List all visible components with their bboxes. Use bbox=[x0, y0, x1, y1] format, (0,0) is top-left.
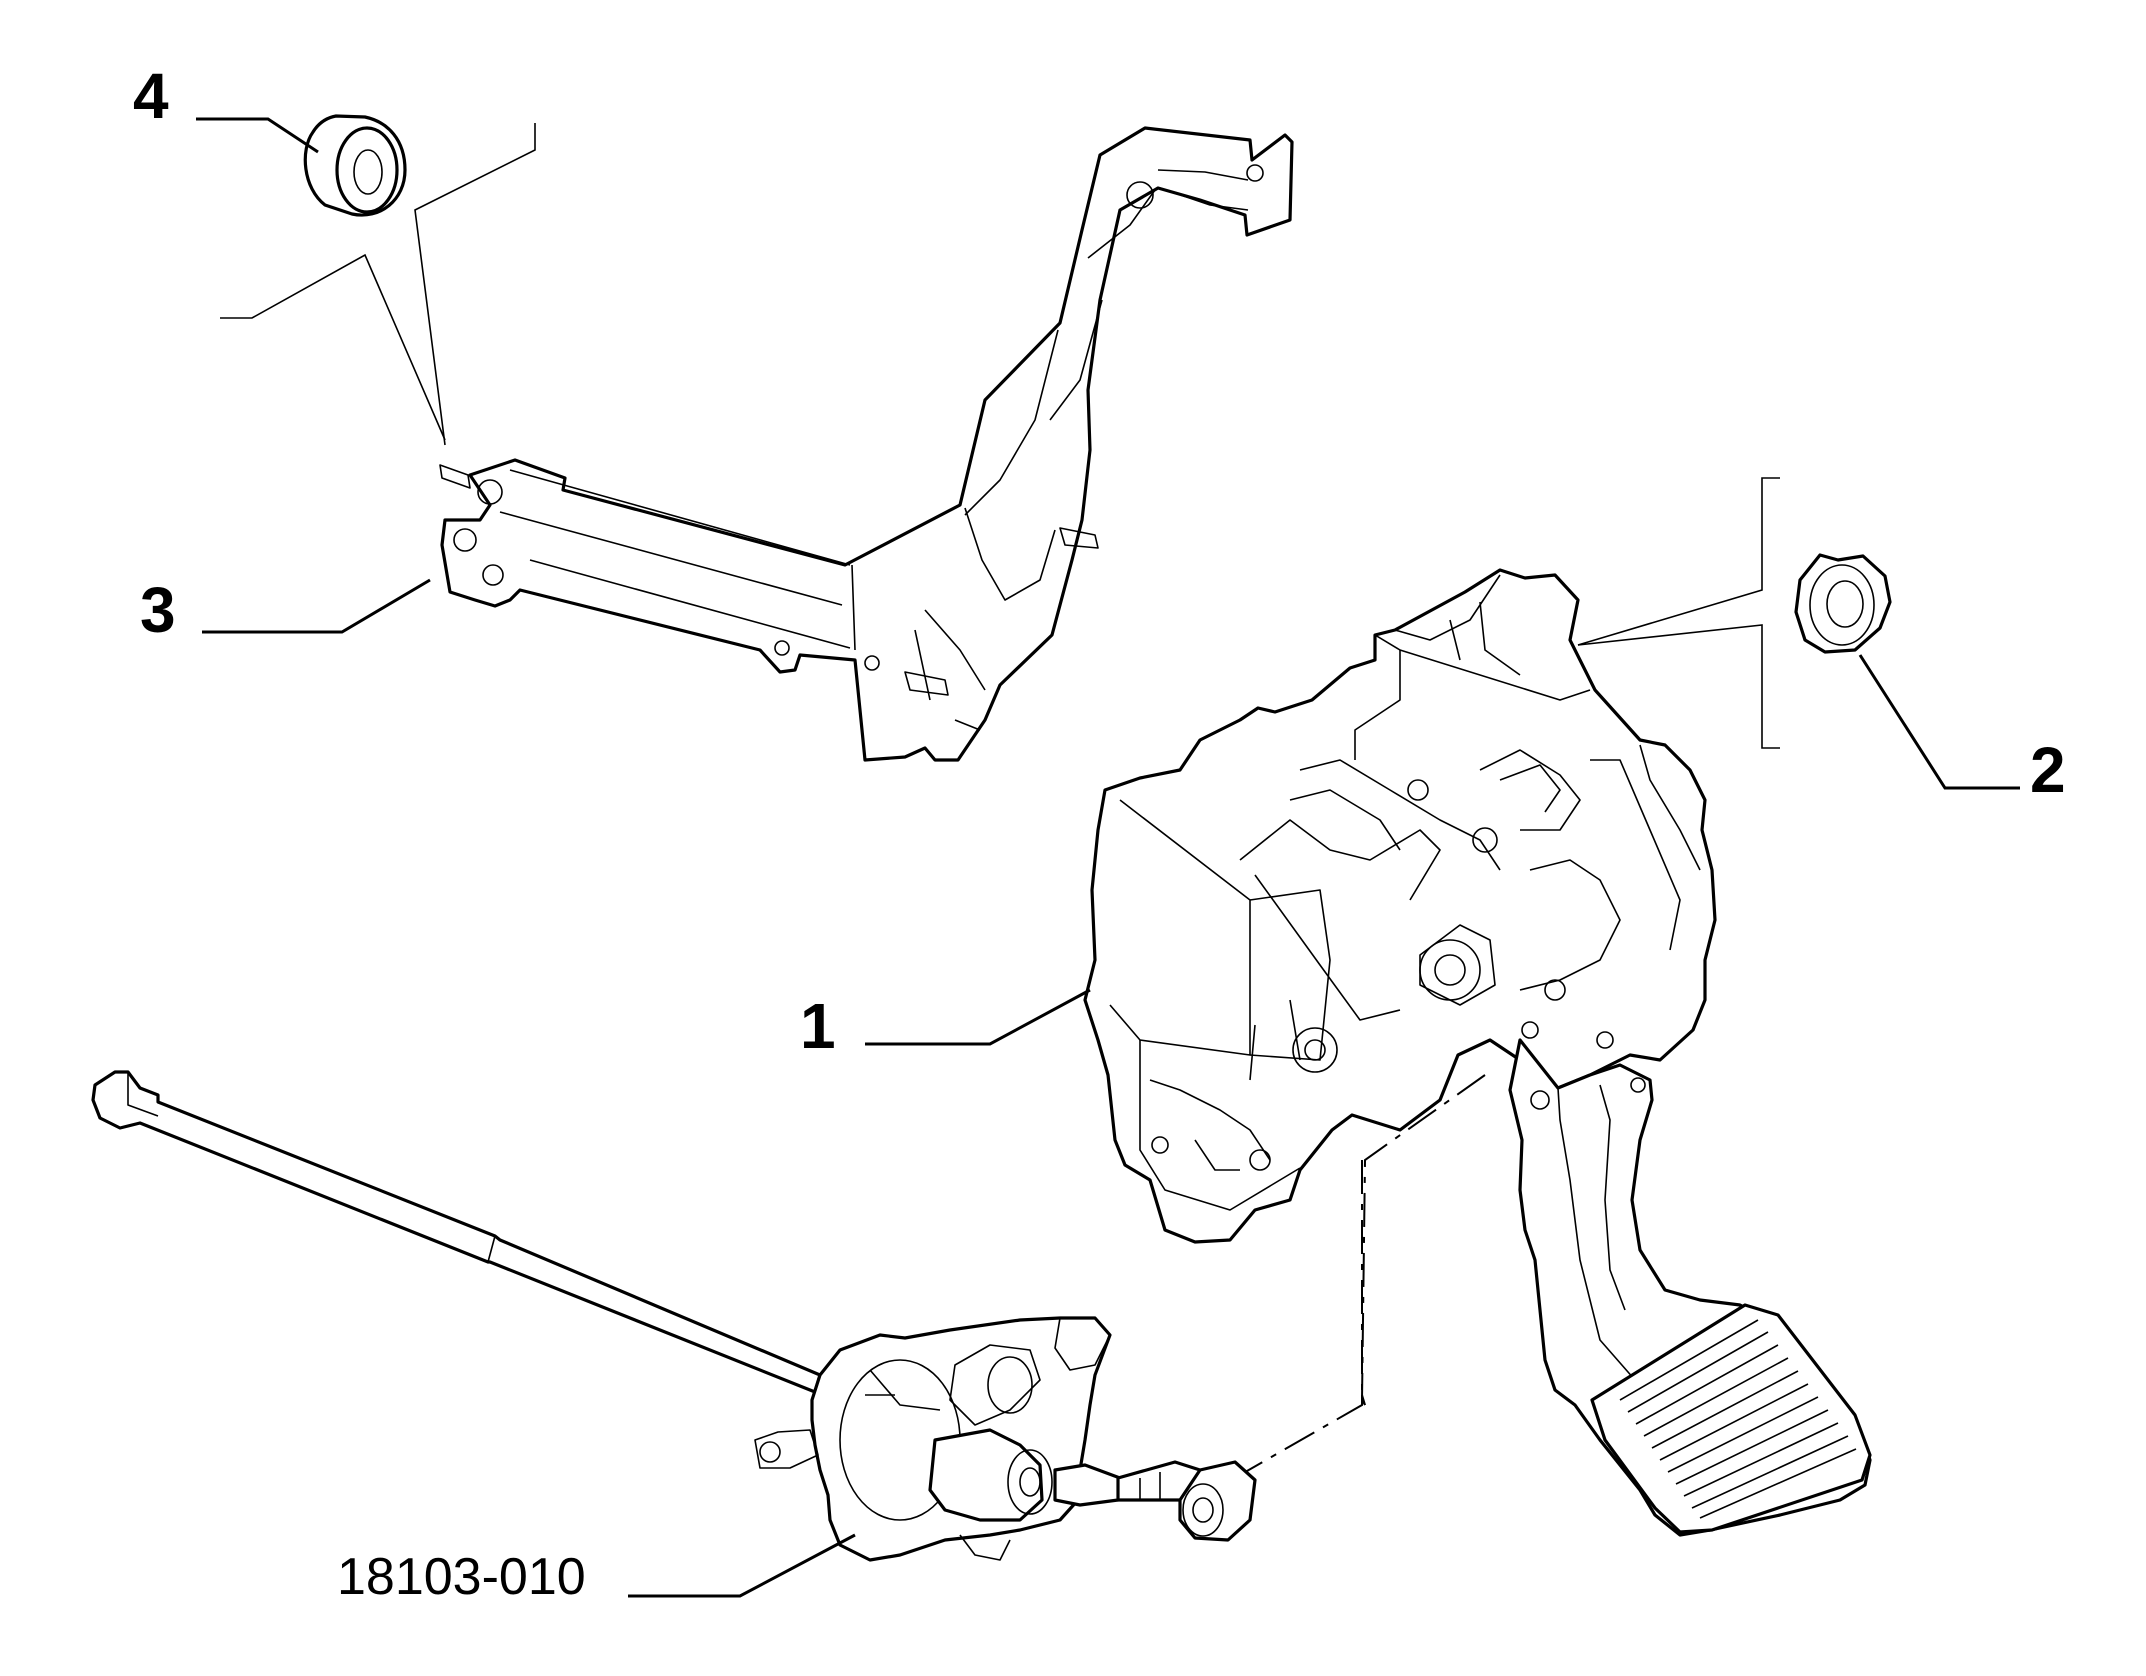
assembly-reference-number: 18103-010 bbox=[337, 1548, 586, 1606]
leader-line-3 bbox=[202, 578, 431, 634]
callout-1: 1 bbox=[800, 990, 836, 1062]
part-1-pedal-box bbox=[1083, 568, 1872, 1537]
leader-line-ref bbox=[628, 1533, 856, 1598]
callout-3: 3 bbox=[140, 574, 176, 646]
part-2-hex-nut bbox=[1794, 553, 1892, 654]
assembly-axis-line-3 bbox=[1239, 1160, 1363, 1476]
callout-2: 2 bbox=[2030, 734, 2066, 806]
callout-4: 4 bbox=[133, 60, 169, 132]
pedal-pad-ribs bbox=[1619, 1319, 1857, 1519]
part-3-support-bracket bbox=[439, 126, 1294, 762]
reference-bracket-lines-2 bbox=[1577, 477, 1780, 749]
leader-line-1 bbox=[865, 988, 1091, 1046]
leader-line-4 bbox=[196, 117, 319, 154]
leader-line-2 bbox=[1858, 654, 2020, 790]
clutch-master-cylinder-assembly bbox=[91, 1070, 1257, 1562]
part-4-bushing bbox=[303, 114, 407, 217]
reference-bracket-lines bbox=[220, 123, 536, 446]
